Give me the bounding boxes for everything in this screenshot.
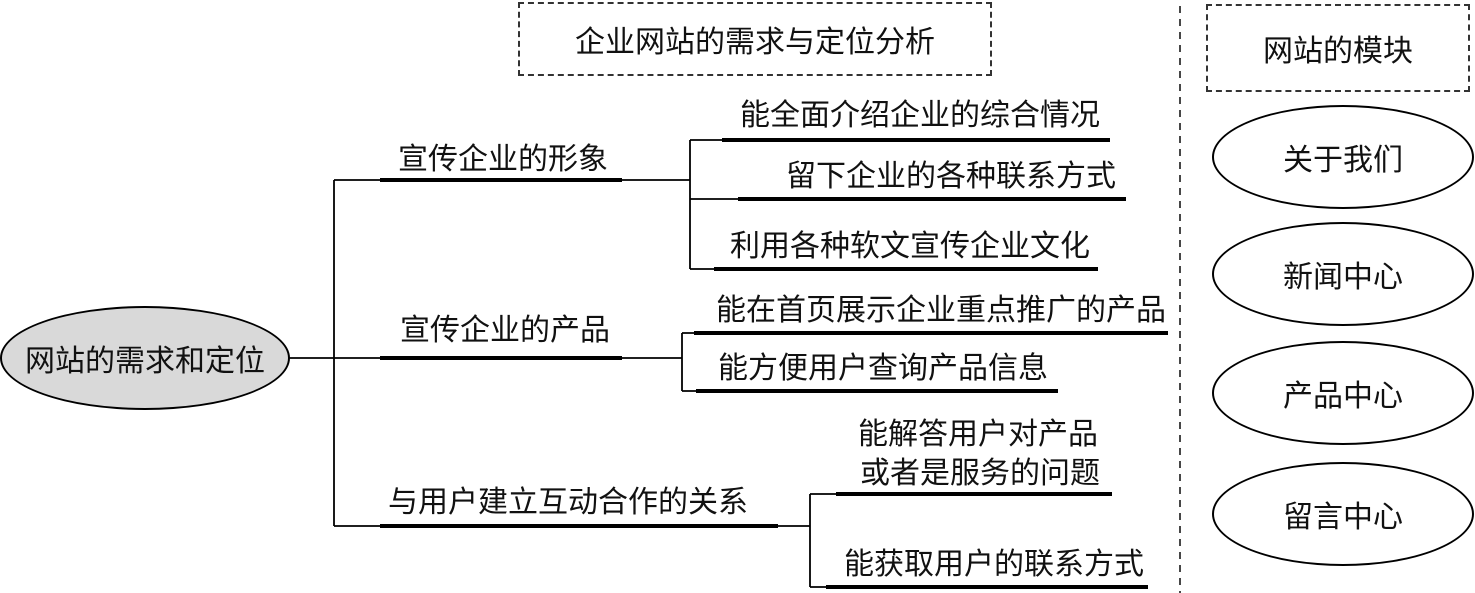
- analysis-title-box: 企业网站的需求与定位分析: [518, 2, 992, 76]
- item-get-contact: 能获取用户的联系方式: [844, 547, 1144, 582]
- item-soft-articles: 利用各种软文宣传企业文化: [730, 229, 1090, 264]
- module-product-center-label: 产品中心: [1283, 379, 1403, 414]
- item-intro-company: 能全面介绍企业的综合情况: [740, 98, 1100, 133]
- item-contact-methods: 留下企业的各种联系方式: [786, 159, 1116, 194]
- item-product-query: 能方便用户查询产品信息: [718, 351, 1048, 386]
- module-news-center-label: 新闻中心: [1283, 260, 1403, 295]
- item-featured-products: 能在首页展示企业重点推广的产品: [716, 293, 1166, 328]
- analysis-title: 企业网站的需求与定位分析: [575, 25, 935, 60]
- module-about-us-label: 关于我们: [1283, 143, 1403, 178]
- branch-label-interaction: 与用户建立互动合作的关系: [388, 485, 748, 520]
- item-answer-questions-line2: 或者是服务的问题: [860, 456, 1100, 491]
- item-answer-questions-line1: 能解答用户对产品: [858, 417, 1098, 452]
- module-news-center: 新闻中心: [1212, 222, 1474, 326]
- branch-label-products: 宣传企业的产品: [400, 313, 610, 348]
- module-message-center: 留言中心: [1212, 462, 1474, 566]
- root-label: 网站的需求和定位: [25, 344, 265, 379]
- module-message-center-label: 留言中心: [1283, 500, 1403, 535]
- module-product-center: 产品中心: [1212, 341, 1474, 445]
- module-about-us: 关于我们: [1212, 105, 1474, 209]
- modules-title-box: 网站的模块: [1206, 4, 1470, 92]
- branch-label-image: 宣传企业的形象: [398, 142, 608, 177]
- root-node: 网站的需求和定位: [0, 306, 290, 410]
- modules-title: 网站的模块: [1263, 34, 1413, 69]
